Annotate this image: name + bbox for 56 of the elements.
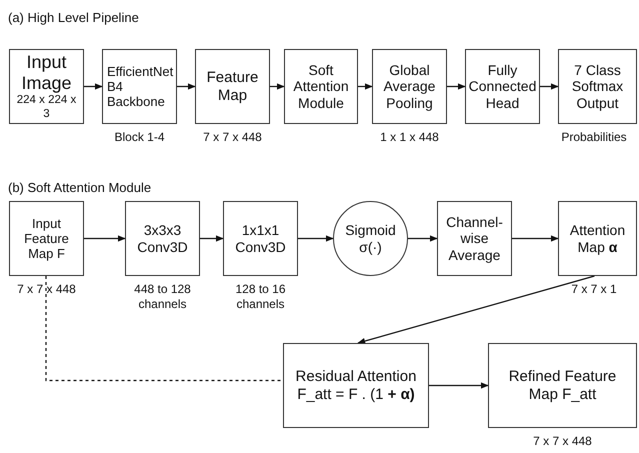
arrow (358, 83, 373, 90)
arrow (270, 83, 285, 90)
node-text: Refined Feature Map F_att (508, 368, 618, 404)
node-text: Sigmoid σ(·) (344, 222, 397, 256)
arrow (447, 83, 466, 90)
node-text: 7 Class Softmax Output (570, 62, 624, 112)
arrow (177, 83, 196, 90)
dimension-note: Block 1-4 (113, 130, 166, 145)
dimension-note: 7 x 7 x 448 (16, 282, 77, 297)
process-box (558, 201, 637, 276)
process-box (9, 49, 84, 124)
node-text: Soft Attention Module (292, 62, 350, 112)
node-text: Input Feature Map F (23, 216, 70, 262)
dimension-note: 1 x 1 x 448 (379, 130, 440, 145)
dimension-note: 7 x 7 x 448 (202, 130, 263, 145)
node-text: Attention Map α (568, 222, 626, 256)
node-text: Residual Attention (296, 368, 416, 386)
process-box (9, 201, 84, 276)
section-heading: (a) High Level Pipeline (8, 10, 139, 25)
process-box (488, 343, 637, 428)
node-text: Channel-wise Average (445, 214, 504, 264)
node-text: F_att = F . (1 + α) (297, 386, 415, 404)
arrow (200, 235, 224, 242)
node-text: EfficientNet B4 Backbone (107, 64, 174, 110)
arrow (298, 235, 334, 242)
process-box (195, 49, 270, 124)
node-text: Fully Connected Head (468, 62, 536, 112)
node-text: 224 x 224 x 3 (16, 94, 78, 122)
process-box (437, 201, 512, 276)
arrow (84, 83, 103, 90)
process-box (223, 201, 298, 276)
node-text: Global Average Pooling (382, 62, 436, 112)
process-box (558, 49, 637, 124)
dimension-note: 448 to 128 channels (133, 282, 192, 312)
connector-line (45, 276, 283, 382)
dimension-note: Probabilities (560, 130, 628, 145)
arrow (357, 275, 595, 344)
arrow (429, 382, 489, 389)
dimension-note: 7 x 7 x 448 (532, 434, 593, 449)
process-box (125, 201, 200, 276)
node-text: Input Image (20, 52, 73, 94)
arrow (408, 235, 438, 242)
dimension-note: 7 x 7 x 1 (570, 282, 618, 297)
node-text: Feature Map (206, 68, 260, 104)
process-box (283, 343, 429, 428)
arrow (84, 235, 126, 242)
process-box (372, 49, 447, 124)
node-text: 1x1x1 Conv3D (234, 222, 287, 256)
node-text: 3x3x3 Conv3D (136, 222, 189, 256)
process-box (284, 49, 358, 124)
section-heading: (b) Soft Attention Module (8, 180, 152, 195)
arrow (540, 83, 559, 90)
dimension-note: 128 to 16 channels (234, 282, 287, 312)
arrow (512, 235, 559, 242)
process-box (102, 49, 177, 124)
process-box (465, 49, 540, 124)
